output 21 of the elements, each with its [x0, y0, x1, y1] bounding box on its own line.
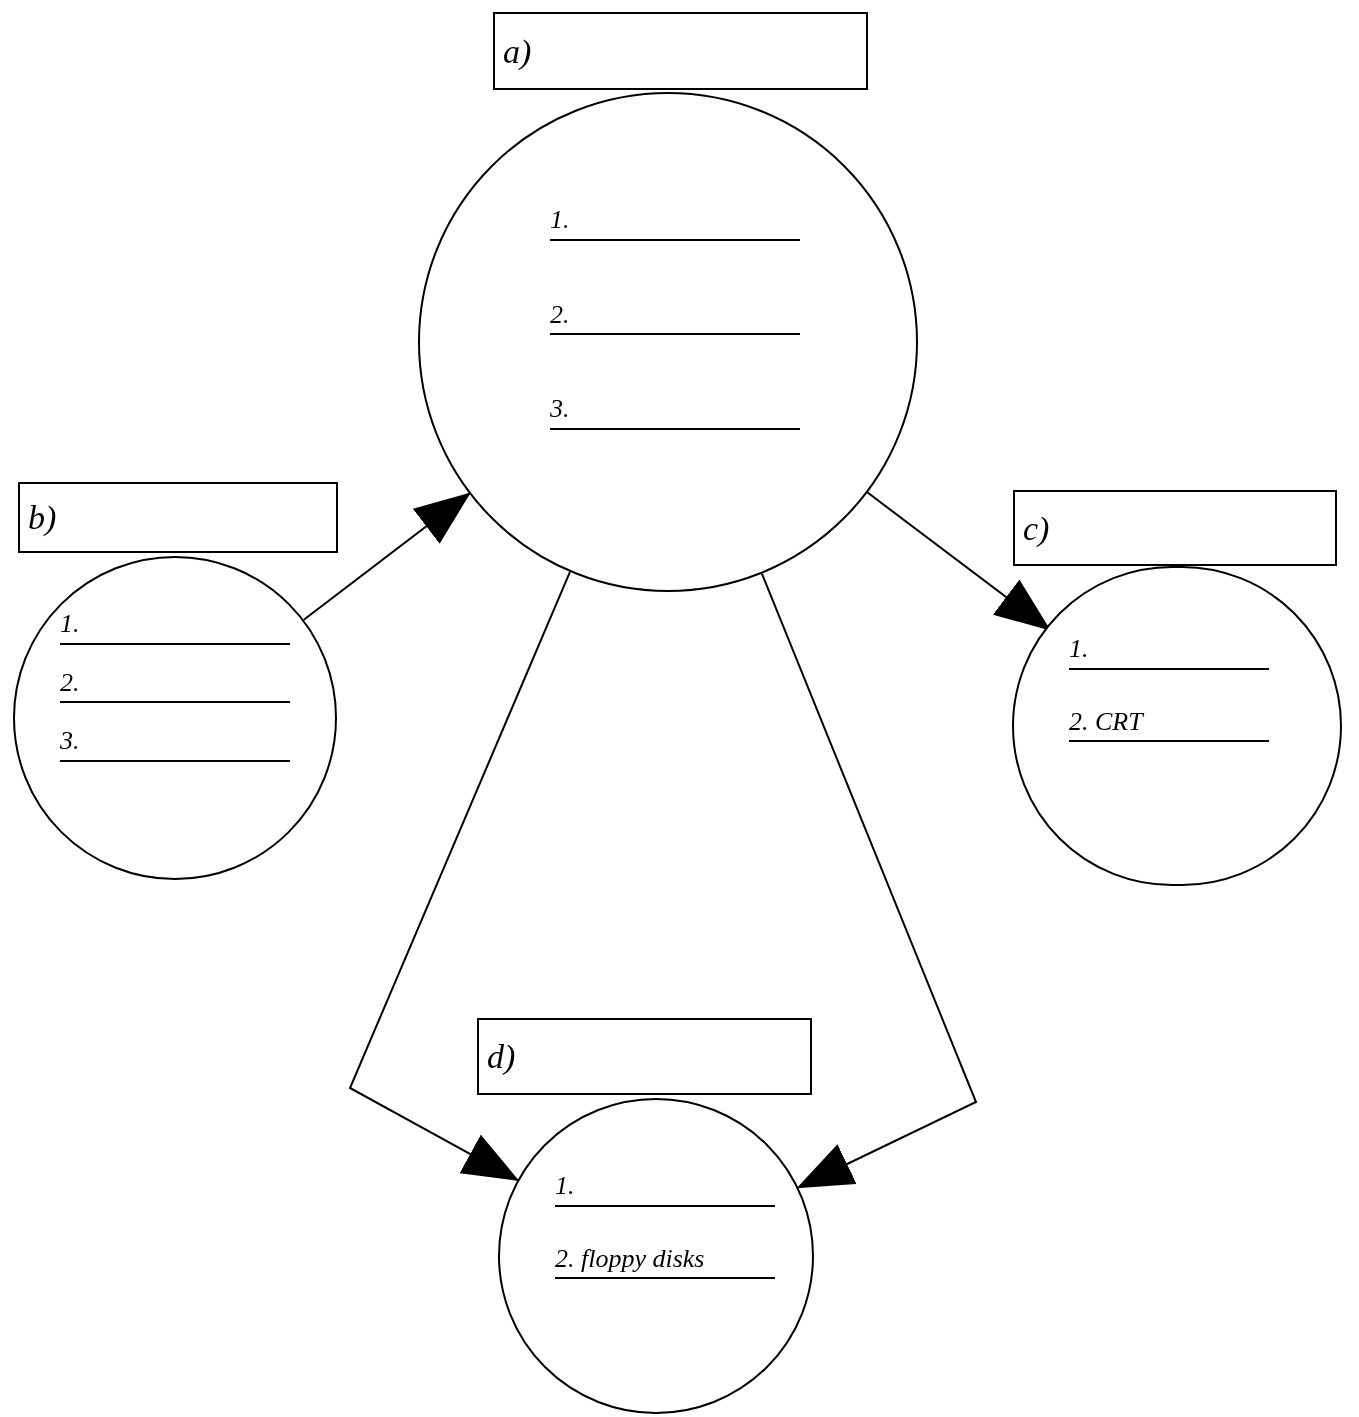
list-item: 2. floppy disks [555, 1242, 706, 1275]
list-item: 3. [60, 725, 81, 757]
label-box [1013, 490, 1337, 566]
list-item: 2. CRT [1069, 705, 1146, 738]
list-item: 1. [550, 204, 571, 236]
letter-label: d) [487, 1037, 516, 1077]
letter-label: c) [1023, 508, 1050, 549]
list-item: 2. [60, 666, 81, 699]
letter-label: b) [28, 498, 57, 538]
arrow [760, 572, 978, 1189]
list-item: 1. [1069, 633, 1090, 665]
list-item: 1. [60, 608, 81, 640]
label-box [477, 1018, 812, 1095]
letter-label: a) [503, 31, 532, 72]
label-box [18, 482, 338, 553]
arrow [348, 571, 571, 1181]
arrow [302, 492, 471, 621]
list-item: 2. [550, 298, 571, 331]
list-item: 1. [555, 1170, 576, 1202]
list-item: 3. [550, 393, 571, 425]
label-box [493, 12, 868, 90]
